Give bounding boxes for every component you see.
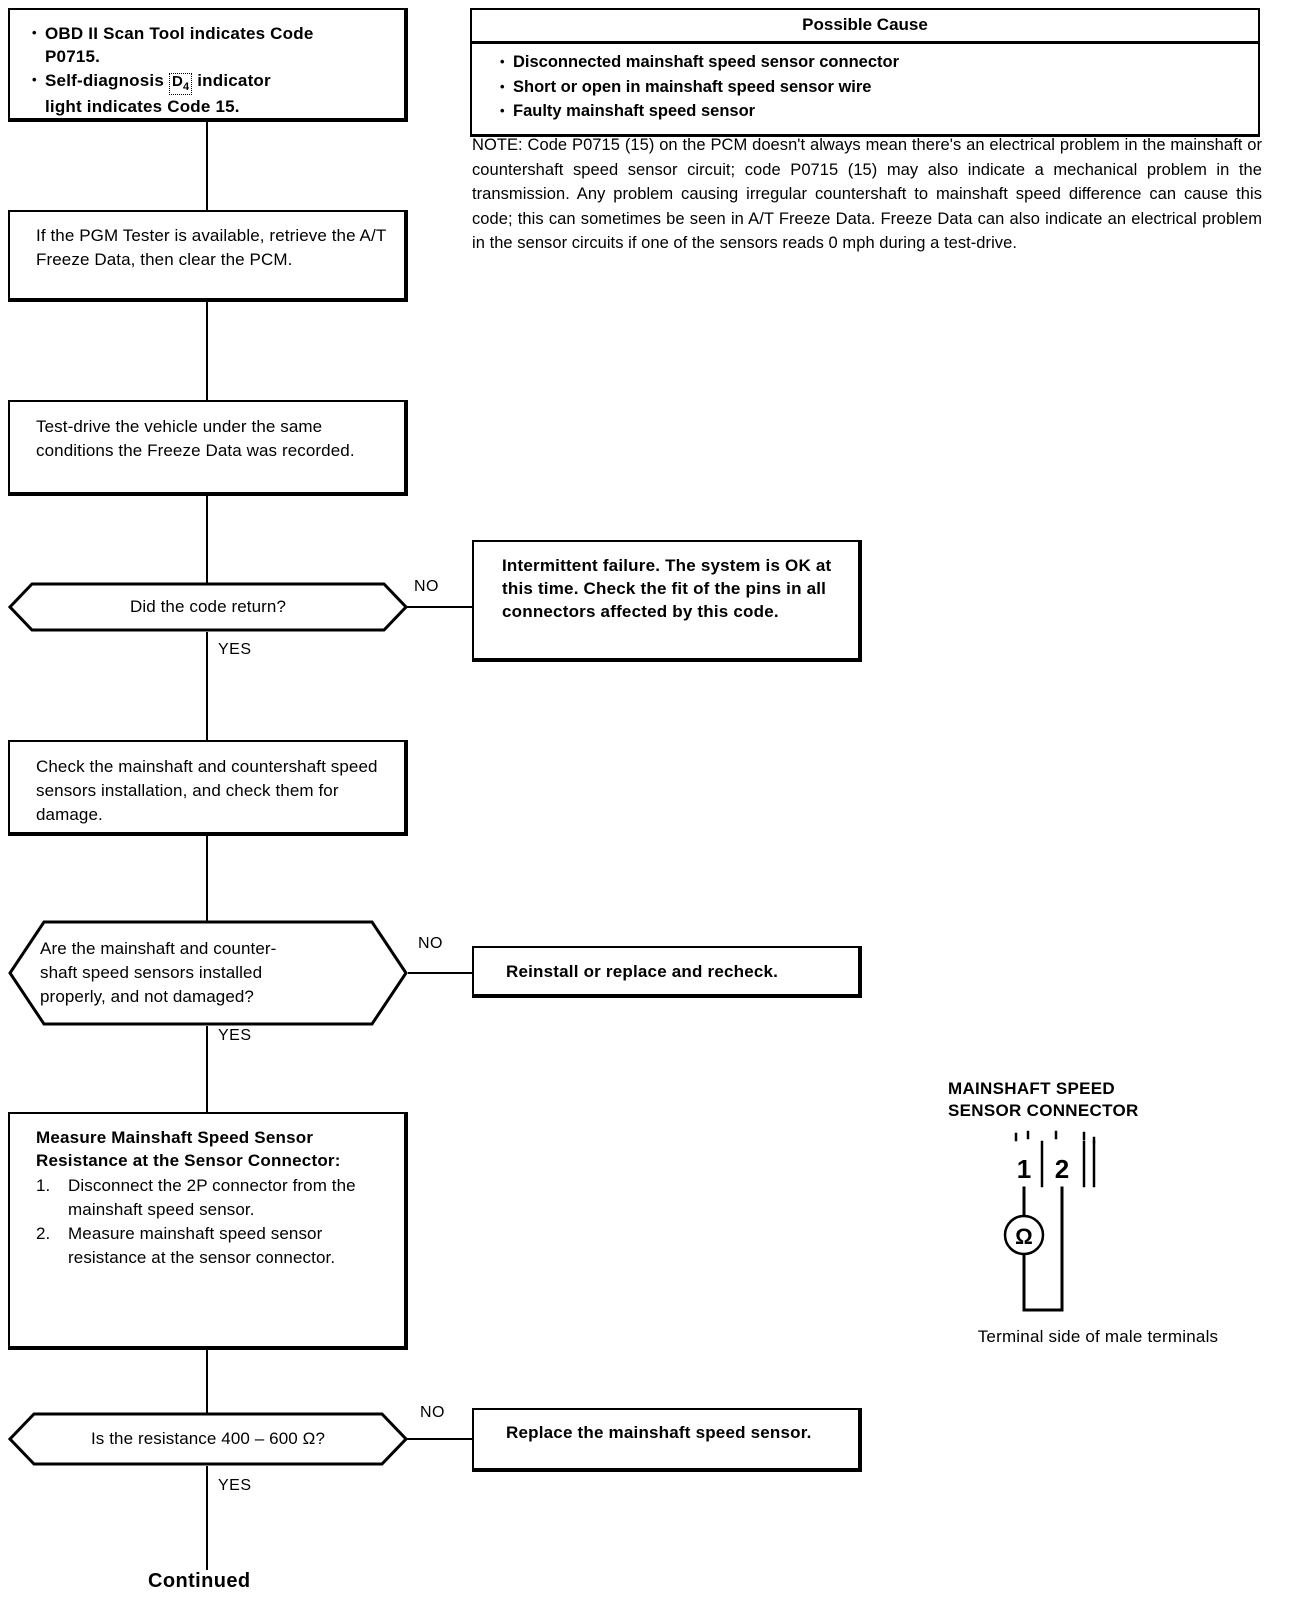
outcome-replace-sensor-text: Replace the mainshaft speed sensor. [506,1423,812,1442]
branch-no-line-decision1 [406,606,472,608]
symptom-bullet-1-line-2: P0715. [45,47,101,66]
symptom-bullet-2-part-1: Self-diagnosis [45,71,164,90]
connector-checksensors-to-decision2 [206,836,208,924]
connector-figure-caption: Terminal side of male terminals [977,1327,1219,1346]
ohmmeter-symbol: Ω [1015,1224,1033,1249]
decision-sensors-installed-line-1: Are the mainshaft and counter- [40,939,277,958]
branch-label-no-3: NO [420,1404,445,1421]
decision-sensors-installed-line-2: shaft speed sensors installed [40,963,263,982]
branch-label-no-2: NO [418,935,443,952]
connector-schematic-drawing: 1 2 Ω [1003,1130,1096,1312]
branch-label-yes-3: YES [218,1477,252,1494]
measure-step-2-text: Measure mainshaft speed sensor resistanc… [68,1224,336,1267]
symptom-bullet-2-part-2: indicator [197,71,271,90]
branch-label-no-1: NO [414,578,439,595]
connector-figure-title-line-2: SENSOR CONNECTOR [948,1101,1139,1120]
connector-terminal-1-label: 1 [1017,1154,1031,1184]
symptom-bullet-2-line-2: light indicates Code 15. [45,96,240,116]
decision-resistance-range: Is the resistance 400 – 600 Ω? [8,1412,408,1466]
possible-cause-item-1: Disconnected mainshaft speed sensor conn… [500,50,1258,75]
outcome-reinstall-box: Reinstall or replace and recheck. [472,946,862,998]
symptom-bullet-1-line-1: OBD II Scan Tool indicates Code [45,24,314,43]
pgm-tester-step-text: If the PGM Tester is available, retrieve… [36,226,386,269]
connector-pgm-to-testdrive [206,302,208,402]
branch-label-yes-1: YES [218,641,252,658]
connector-terminal-2-label: 2 [1055,1154,1069,1184]
symptom-bullet-list: OBD II Scan Tool indicates Code P0715. S… [32,21,394,118]
connector-measure-to-decision3 [206,1350,208,1418]
possible-cause-body: Disconnected mainshaft speed sensor conn… [472,44,1258,134]
note-paragraph: NOTE: Code P0715 (15) on the PCM doesn't… [472,136,1262,252]
connector-figure-title-line-1: MAINSHAFT SPEED [948,1079,1115,1098]
possible-cause-table: Possible Cause Disconnected mainshaft sp… [470,8,1260,137]
outcome-intermittent-failure-box: Intermittent failure. The system is OK a… [472,540,862,662]
d4-indicator-icon: D4 [168,73,193,95]
outcome-reinstall-text: Reinstall or replace and recheck. [506,962,779,981]
pgm-tester-step-box: If the PGM Tester is available, retrieve… [8,210,408,302]
connector-decision3-yes [206,1466,208,1570]
branch-label-yes-2: YES [218,1027,252,1044]
decision-sensors-installed-line-3: properly, and not damaged? [40,987,254,1006]
measure-step-2: 2. Measure mainshaft speed sensor resist… [36,1222,394,1270]
possible-cause-list: Disconnected mainshaft speed sensor conn… [500,50,1258,124]
symptom-box: OBD II Scan Tool indicates Code P0715. S… [8,8,408,122]
connector-symptom-to-pgm [206,122,208,210]
possible-cause-item-3: Faulty mainshaft speed sensor [500,99,1258,124]
outcome-intermittent-failure-text: Intermittent failure. The system is OK a… [502,556,832,621]
decision-sensors-installed: Are the mainshaft and counter- shaft spe… [8,920,408,1026]
continued-label: Continued [148,1570,251,1592]
branch-no-line-decision3 [406,1438,472,1440]
connector-figure-title: MAINSHAFT SPEED SENSOR CONNECTOR [948,1078,1248,1122]
decision-resistance-label: Is the resistance 400 – 600 Ω? [90,1429,326,1448]
decision-code-return-label: Did the code return? [129,597,287,616]
decision-did-code-return: Did the code return? [8,582,408,632]
connector-testdrive-to-decision1 [206,496,208,586]
check-sensors-step-box: Check the mainshaft and countershaft spe… [8,740,408,836]
ohmmeter-circle [1003,1214,1045,1256]
measure-step-1-number: 1. [36,1176,51,1195]
possible-cause-header: Possible Cause [472,10,1258,44]
outcome-replace-sensor-box: Replace the mainshaft speed sensor. [472,1408,862,1472]
measure-step-2-number: 2. [36,1224,51,1243]
branch-no-line-decision2 [408,972,472,974]
possible-cause-item-2: Short or open in mainshaft speed sensor … [500,75,1258,100]
mainshaft-connector-figure: MAINSHAFT SPEED SENSOR CONNECTOR 1 2 [948,1078,1248,1312]
check-sensors-step-text: Check the mainshaft and countershaft spe… [36,757,378,824]
connector-decision1-yes [206,632,208,742]
measure-resistance-step-box: Measure Mainshaft Speed Sensor Resistanc… [8,1112,408,1350]
measure-step-1: 1. Disconnect the 2P connector from the … [36,1174,394,1222]
symptom-bullet-1: OBD II Scan Tool indicates Code P0715. [32,21,394,68]
test-drive-step-text: Test-drive the vehicle under the same co… [36,417,355,460]
test-drive-step-box: Test-drive the vehicle under the same co… [8,400,408,496]
symptom-bullet-2: Self-diagnosis D4 indicator light indica… [32,68,394,118]
connector-decision2-yes [206,1026,208,1114]
measure-heading: Measure Mainshaft Speed Sensor Resistanc… [36,1128,341,1170]
measure-step-list: 1. Disconnect the 2P connector from the … [36,1174,394,1270]
measure-step-1-text: Disconnect the 2P connector from the mai… [68,1176,356,1219]
